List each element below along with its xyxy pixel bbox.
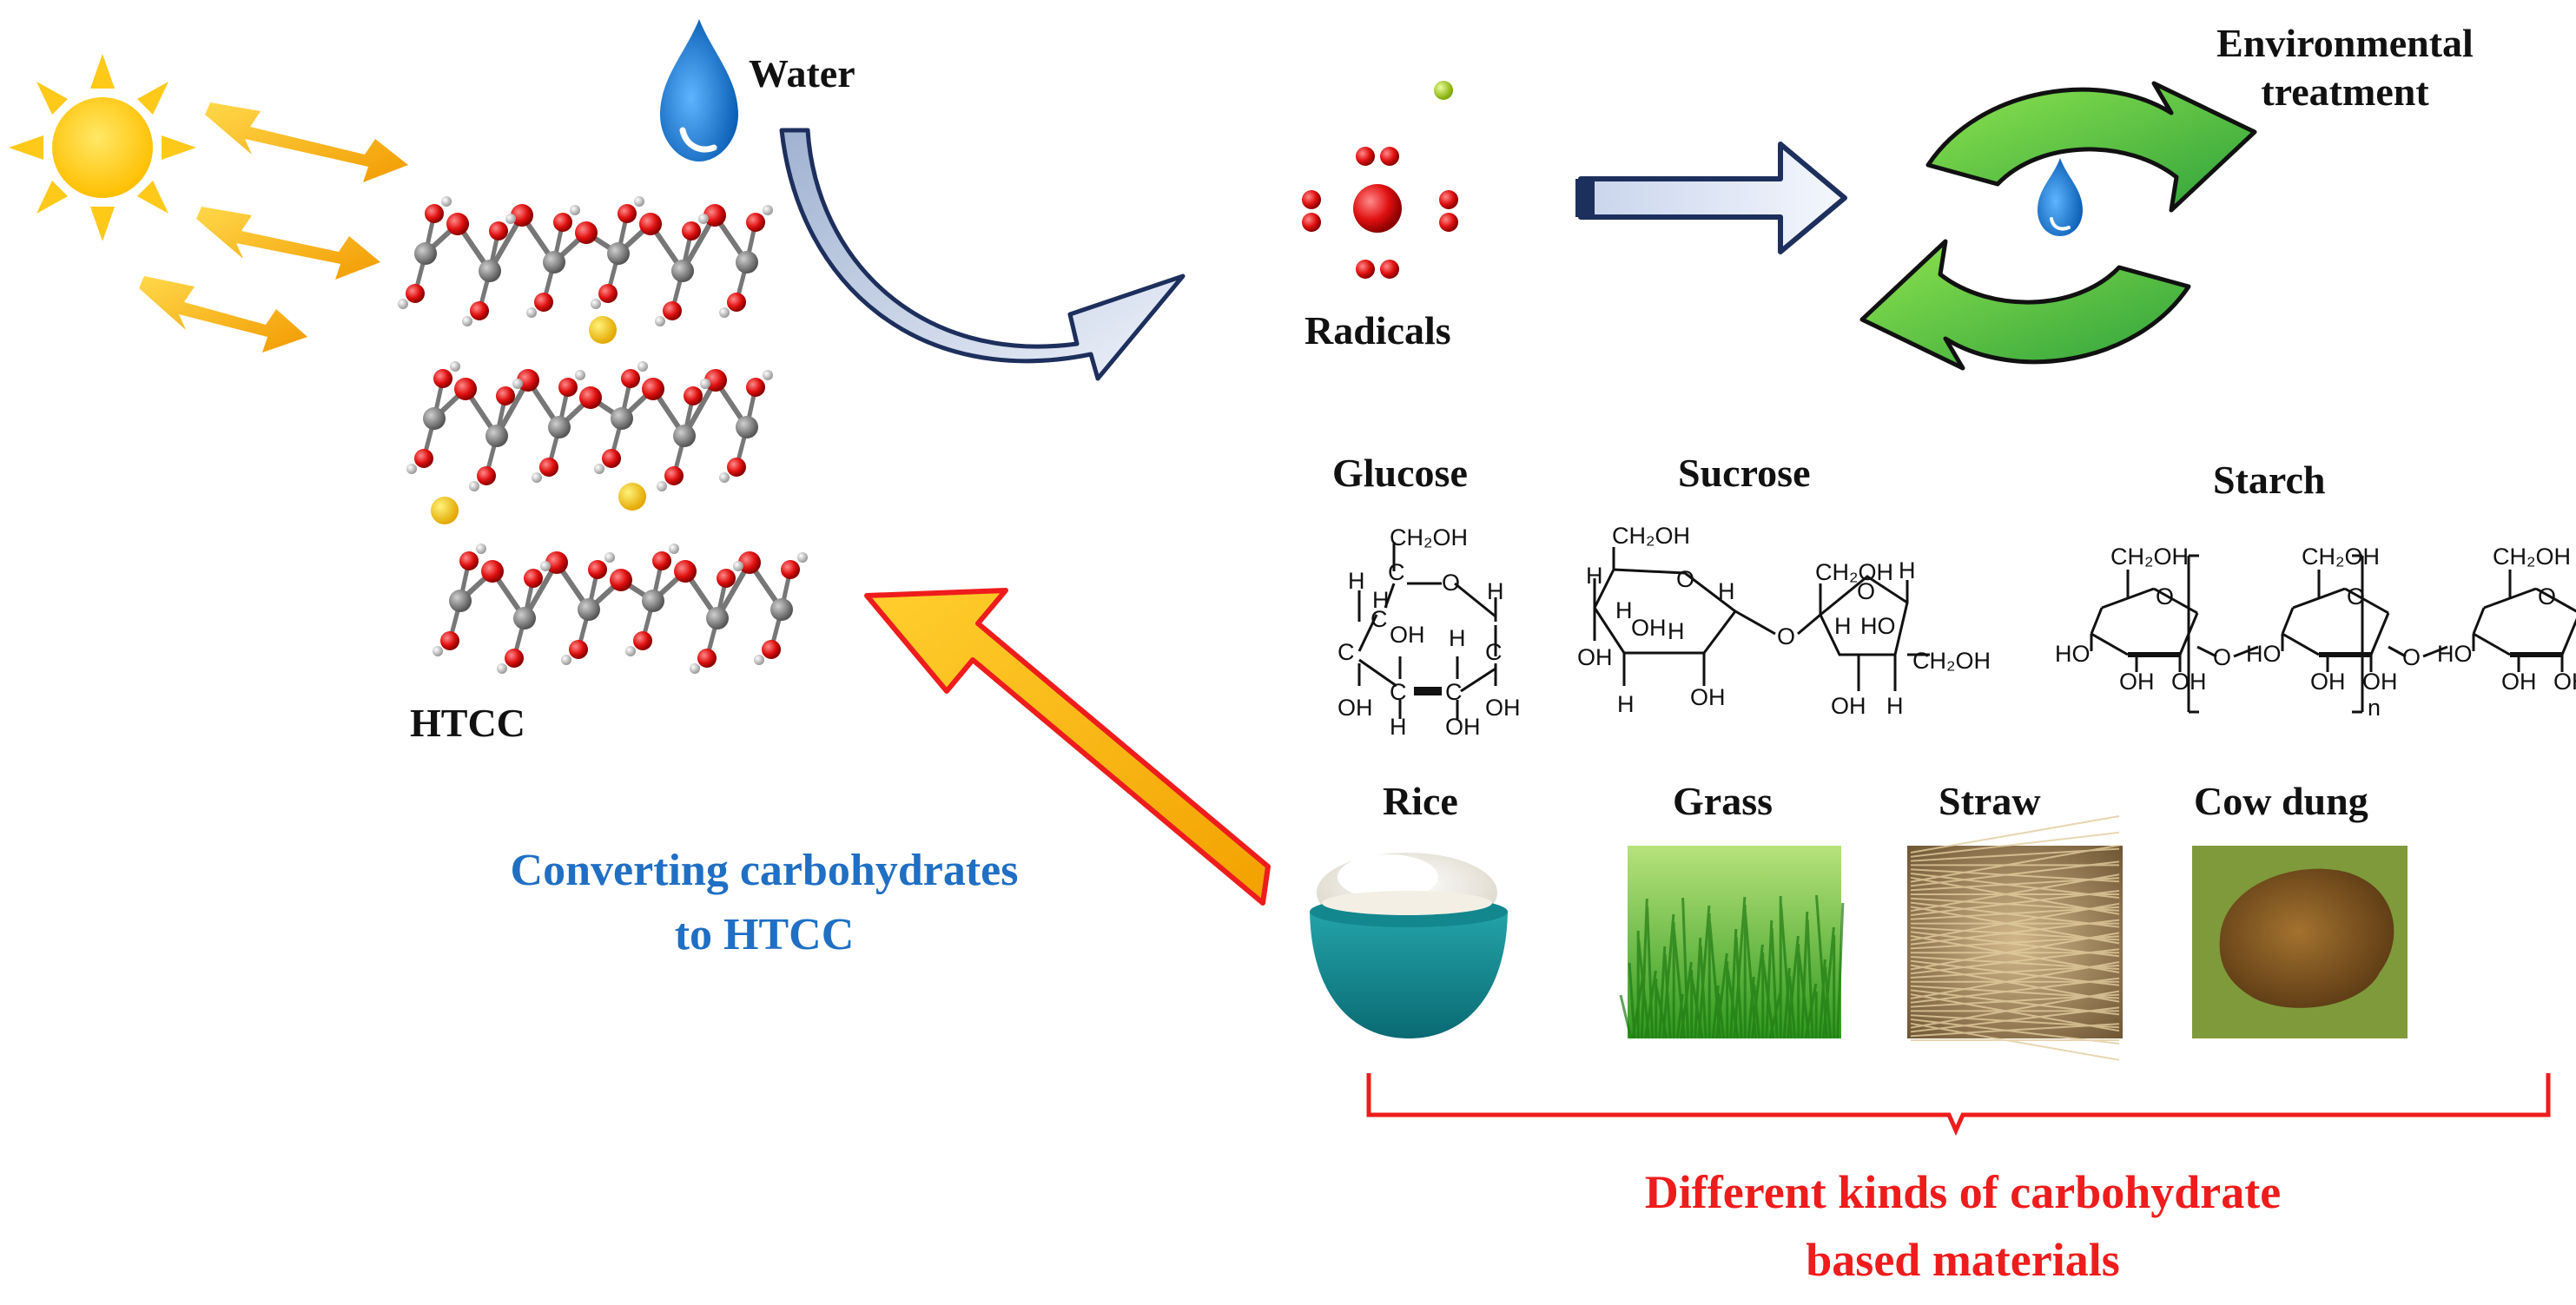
svg-text:CH₂OH: CH₂OH [1612, 523, 1690, 549]
curved-arrow [779, 128, 1186, 381]
svg-text:O: O [2213, 644, 2231, 670]
svg-text:OH: OH [2362, 669, 2398, 695]
svg-text:H: H [1834, 613, 1852, 639]
grass-icon [1619, 846, 1845, 1039]
svg-text:C: C [1445, 679, 1463, 705]
svg-text:CH₂OH: CH₂OH [1390, 524, 1468, 550]
svg-text:H: H [1617, 691, 1635, 717]
svg-text:CH₂OH: CH₂OH [2493, 544, 2571, 570]
svg-text:H: H [1668, 618, 1685, 644]
svg-text:OH: OH [1577, 644, 1613, 670]
sucrose-label: Sucrose [1678, 451, 1811, 495]
svg-text:CH₂OH: CH₂OH [2302, 544, 2380, 570]
water-drop-icon [660, 19, 738, 161]
svg-text:OH: OH [2501, 669, 2537, 695]
svg-text:H: H [1899, 557, 1916, 583]
svg-text:OH: OH [1485, 695, 1521, 721]
starch-structure: CH₂OHOOHOHHOCH₂OHOOHOHHOCH₂OHOOHOHHOOOn [2055, 544, 2576, 721]
svg-text:OH: OH [2119, 669, 2155, 695]
straw-label: Straw [1939, 779, 2041, 823]
svg-text:OH: OH [2310, 669, 2346, 695]
starch-label: Starch [2213, 458, 2326, 502]
svg-text:O: O [2347, 583, 2365, 610]
radicals-label: Radicals [1305, 308, 1451, 353]
htcc-label: HTCC [410, 701, 525, 745]
rice-bowl-icon [1310, 853, 1508, 1038]
svg-text:C: C [1388, 559, 1405, 585]
svg-text:O: O [2538, 583, 2556, 610]
glucose-label: Glucose [1332, 451, 1468, 495]
svg-text:OH: OH [1338, 695, 1373, 721]
environmental-treatment-label: Environmental treatment [2216, 21, 2474, 114]
svg-text:O: O [1857, 578, 1875, 604]
svg-text:O: O [1777, 623, 1795, 649]
grass-label: Grass [1673, 779, 1773, 823]
radicals-icon [1302, 81, 1458, 279]
svg-text:H: H [1886, 693, 1904, 719]
svg-text:H: H [1487, 578, 1504, 604]
svg-text:HO: HO [2437, 641, 2473, 667]
red-brace [1366, 1073, 2551, 1137]
different-kinds-label: Different kinds of carbohydrate based ma… [1644, 1166, 2282, 1286]
svg-text:C: C [1338, 639, 1355, 665]
straw-icon [1907, 815, 2123, 1061]
svg-text:CH₂OH: CH₂OH [2110, 544, 2189, 570]
svg-text:H: H [1449, 625, 1466, 651]
svg-text:OH: OH [1445, 714, 1481, 740]
svg-text:CH₂OH: CH₂OH [1815, 559, 1893, 585]
svg-text:H: H [1390, 714, 1407, 740]
cow-dung-icon [2192, 846, 2408, 1038]
svg-text:C: C [1371, 606, 1388, 632]
svg-text:O: O [1442, 570, 1460, 596]
converting-label: Converting carbohydrates to HTCC [510, 846, 1019, 959]
svg-text:H: H [1615, 597, 1633, 623]
svg-text:OH: OH [1831, 693, 1866, 719]
glucose-structure: CH₂OH C O H C H C OH OH C H C H OH C H O… [1338, 524, 1521, 740]
svg-text:O: O [2402, 644, 2421, 670]
svg-text:H: H [1348, 568, 1365, 594]
svg-text:O: O [1676, 566, 1694, 592]
svg-text:HO: HO [2055, 641, 2091, 667]
process-arrow [1575, 142, 1847, 254]
svg-text:C: C [1485, 639, 1503, 665]
svg-text:CH₂OH: CH₂OH [1912, 648, 1991, 674]
svg-text:C: C [1390, 679, 1407, 705]
svg-text:OH: OH [1390, 622, 1425, 648]
rice-label: Rice [1383, 779, 1458, 823]
water-label: Water [749, 51, 855, 96]
svg-text:O: O [2156, 583, 2174, 610]
sun-icon [9, 54, 196, 241]
conversion-arrow [864, 588, 1271, 906]
recycle-icon [1859, 81, 2257, 371]
cow-dung-label: Cow dung [2194, 779, 2368, 823]
svg-text:H: H [1372, 587, 1390, 613]
svg-text:OH: OH [1631, 615, 1667, 641]
svg-text:OH: OH [2553, 669, 2576, 695]
svg-text:H: H [1586, 563, 1603, 589]
svg-text:HO: HO [1860, 613, 1896, 639]
htcc-molecule [398, 196, 808, 674]
svg-text:OH: OH [1690, 684, 1726, 710]
sunlight-arrows [139, 102, 408, 353]
svg-text:H: H [1718, 578, 1735, 604]
sucrose-structure: CH₂OH O H H OH OH H H H OH O CH₂OH O H H… [1577, 523, 1991, 719]
svg-text:HO: HO [2246, 641, 2282, 667]
svg-text:n: n [2368, 695, 2381, 721]
